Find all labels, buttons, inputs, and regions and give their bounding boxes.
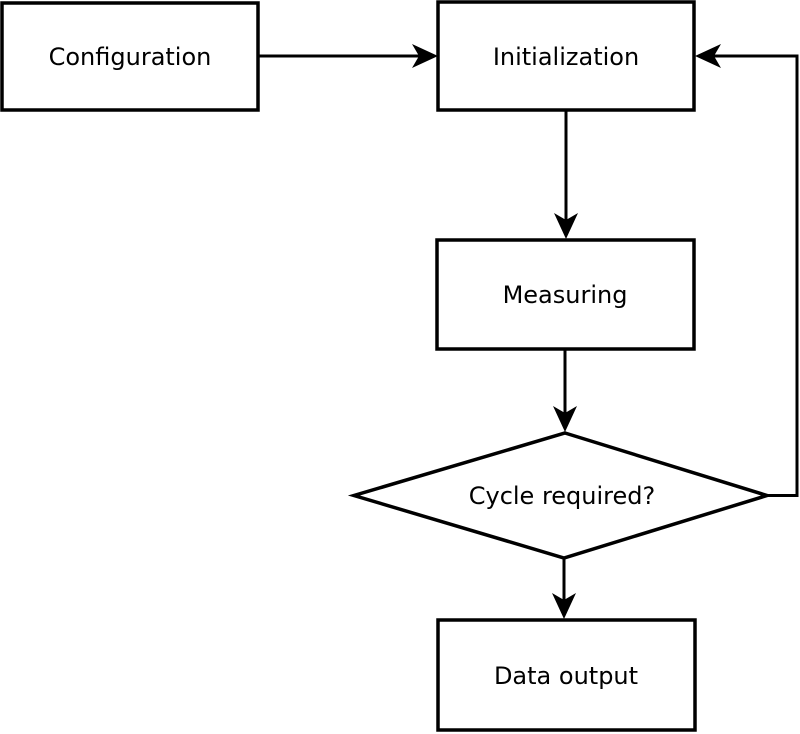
node-initialization-box [436, 0, 696, 112]
arrowhead-left-icon [695, 44, 721, 68]
arrowhead-down-icon [552, 593, 576, 619]
node-configuration: Configuration [0, 1, 260, 112]
node-cycle-required-label: Cycle required? [469, 482, 656, 510]
node-data-output-box [436, 618, 697, 732]
edge-cycle-required-to-initialization-feedback [695, 44, 799, 497]
edge-cycle-required-to-data-output [552, 558, 576, 619]
arrowhead-right-icon [412, 44, 438, 68]
edge-measuring-to-cycle-required [553, 349, 577, 432]
edge-line [713, 54, 799, 497]
edge-configuration-to-initialization [258, 44, 438, 68]
arrowhead-down-icon [554, 213, 578, 239]
edge-initialization-to-measuring [554, 110, 578, 239]
node-initialization: Initialization [436, 0, 696, 112]
node-measuring-label: Measuring [503, 281, 628, 309]
node-configuration-label: Configuration [49, 43, 212, 71]
node-measuring: Measuring [435, 238, 696, 351]
node-configuration-box [0, 1, 260, 112]
node-data-output: Data output [436, 618, 697, 732]
node-data-output-label: Data output [494, 662, 638, 690]
node-cycle-required-diamond [347, 431, 773, 560]
node-measuring-box [435, 238, 696, 351]
arrowhead-down-icon [553, 406, 577, 432]
node-initialization-label: Initialization [493, 43, 639, 71]
node-cycle-required: Cycle required? [347, 431, 773, 560]
